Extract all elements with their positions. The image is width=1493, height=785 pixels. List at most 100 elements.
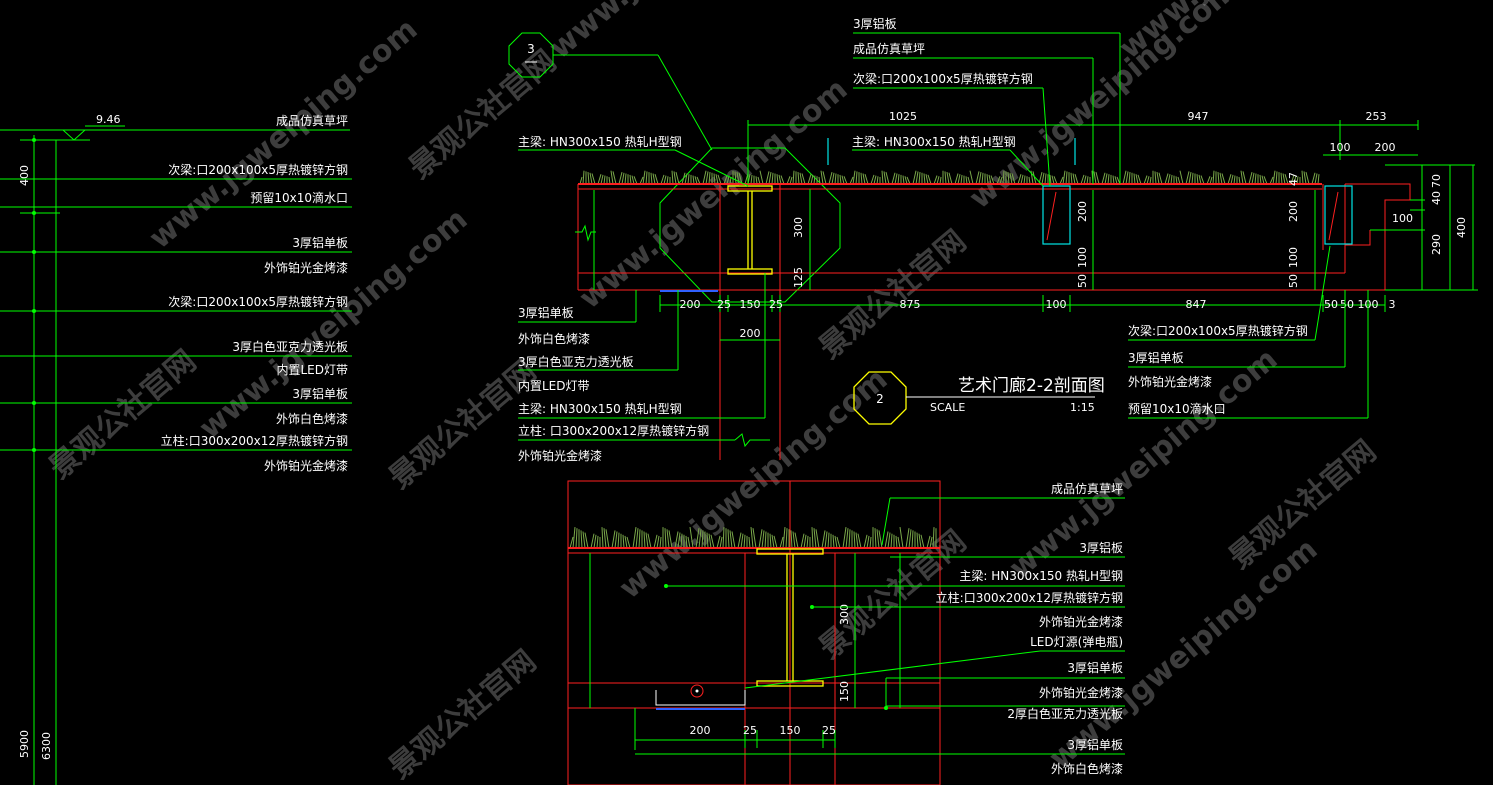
dim-text: 400	[1455, 217, 1468, 238]
callout-label: 3厚铝单板	[518, 305, 574, 320]
dim-text: 300	[792, 217, 805, 238]
watermark-site: www.jgweiping.com	[543, 0, 825, 66]
callout-label: 次梁:口200x100x5厚热镀锌方钢	[1128, 323, 1308, 338]
callout-label: 立柱:口300x200x12厚热镀锌方钢	[936, 590, 1123, 605]
callout-label: 3厚白色亚克力透光板	[518, 354, 634, 369]
callout-label: 次梁:口200x100x5厚热镀锌方钢	[168, 162, 348, 177]
callout-label: 立柱: 口300x200x12厚热镀锌方钢	[518, 423, 709, 438]
grass-bottom	[569, 527, 937, 549]
callout-label: 主梁: HN300x150 热轧H型钢	[959, 568, 1123, 583]
dim-text: 47	[1287, 172, 1300, 186]
dim-text: 100	[1392, 212, 1413, 225]
scale-label: SCALE	[930, 401, 965, 414]
watermark-brand: 景观公社官网	[43, 344, 203, 487]
section-2-2: 3	[508, 16, 1478, 463]
callout-label: 成品仿真草坪	[1051, 482, 1123, 496]
dim-text: 200	[680, 298, 701, 311]
callout-label: 3厚铝板	[853, 16, 897, 31]
dim-text: 6300	[40, 732, 53, 760]
watermark-site: www.jgweiping.com	[613, 362, 895, 606]
detail-boundary-octagon	[659, 147, 841, 303]
detail-callout-number: 3	[527, 42, 535, 56]
grass-top	[579, 170, 1320, 185]
dim-text: 150	[780, 724, 801, 737]
dim-text: 50	[1076, 274, 1089, 288]
callout-label: 3厚铝单板	[1128, 350, 1184, 365]
callout-label: 3厚铝单板	[292, 386, 348, 401]
dim-text: 100	[1330, 141, 1351, 154]
dim-text: 25	[822, 724, 836, 737]
callout-label: 主梁: HN300x150 热轧H型钢	[518, 134, 682, 149]
section-title: 艺术门廊2-2剖面图	[958, 376, 1105, 396]
dim-text: 290	[1430, 234, 1443, 255]
callout-label: 内置LED灯带	[518, 379, 590, 393]
secondary-beam-2	[1324, 185, 1353, 245]
dim-text: 875	[900, 298, 921, 311]
dim-text: 50	[1287, 274, 1300, 288]
callout-label: 3厚铝单板	[292, 235, 348, 250]
callout-label: 次梁:口200x100x5厚热镀锌方钢	[168, 294, 348, 309]
led-light-source	[690, 684, 704, 698]
dim-text: 25	[743, 724, 757, 737]
dim-text: 50	[1340, 298, 1354, 311]
callout-label: 外饰铂光金烤漆	[1039, 685, 1123, 700]
dim-text: 25	[769, 298, 783, 311]
callout-label: 预留10x10滴水口	[250, 190, 348, 205]
dim-text: 3	[1389, 298, 1396, 311]
dim-text: 847	[1186, 298, 1207, 311]
callout-label: 外饰铂光金烤漆	[264, 260, 348, 275]
dim-text: 70	[1430, 174, 1443, 188]
section-number: 2	[876, 392, 884, 406]
callout-label: 外饰铂光金烤漆	[1128, 374, 1212, 389]
secondary-beam-1	[1042, 185, 1071, 245]
callout-label: 3厚白色亚克力透光板	[232, 339, 348, 354]
dim-text: 947	[1188, 110, 1209, 123]
watermark-brand: 景观公社官网	[403, 44, 563, 187]
dim-text: 150	[838, 681, 851, 702]
callout-label: 3厚铝单板	[1067, 737, 1123, 752]
dim-text: 100	[1076, 247, 1089, 268]
callout-label: 2厚白色亚克力透光板	[1007, 706, 1123, 721]
dim-text: 125	[792, 267, 805, 288]
watermark-brand: 景观公社官网	[813, 224, 973, 367]
dim-text: 200	[690, 724, 711, 737]
dim-text: 200	[1375, 141, 1396, 154]
dim-text: 150	[740, 298, 761, 311]
dim-text: 253	[1366, 110, 1387, 123]
dim-text: 50	[1324, 298, 1338, 311]
callout-label: 3厚铝单板	[1067, 660, 1123, 675]
section-number-octagon	[853, 371, 907, 425]
callout-label: 外饰铂光金烤漆	[518, 448, 602, 463]
dim-text: 25	[717, 298, 731, 311]
callout-label: 立柱:口300x200x12厚热镀锌方钢	[161, 433, 348, 448]
scale-value: 1:15	[1070, 401, 1095, 414]
dim-text: 200	[740, 327, 761, 340]
callout-label: 预留10x10滴水口	[1128, 401, 1226, 416]
dim-text: 100	[1287, 247, 1300, 268]
dim-text: 100	[1046, 298, 1067, 311]
dim-text: 40	[1430, 191, 1443, 205]
callout-label: 外饰铂光金烤漆	[264, 458, 348, 473]
dim-text: 300	[838, 604, 851, 625]
watermark-site: www.jgweiping.com	[143, 12, 425, 256]
dim-text: 200	[1287, 201, 1300, 222]
detail-frame	[567, 480, 941, 785]
dim-text: 200	[1076, 201, 1089, 222]
callout-label: 3厚铝板	[1079, 540, 1123, 555]
section-3-detail: 300 150 200 25 150 25 成品仿真草坪 3厚铝板 主梁: HN…	[567, 480, 1125, 785]
callout-label: 主梁: HN300x150 热轧H型钢	[518, 401, 682, 416]
callout-label: 外饰白色烤漆	[276, 411, 348, 426]
main-beam-h-steel	[727, 185, 773, 275]
callout-label: 外饰白色烤漆	[518, 331, 590, 346]
dim-text: 5900	[18, 730, 31, 758]
callout-label: 外饰白色烤漆	[1051, 761, 1123, 776]
watermark-brand: 景观公社官网	[383, 644, 543, 785]
detail-callout-3	[508, 32, 554, 78]
dim-text: 400	[18, 165, 31, 186]
elevation-label: 9.46	[96, 113, 121, 126]
callout-label: 次梁:口200x100x5厚热镀锌方钢	[853, 71, 1033, 86]
dim-text: 1025	[889, 110, 917, 123]
callout-label: 主梁: HN300x150 热轧H型钢	[852, 134, 1016, 149]
callout-label: LED灯源(弹电瓶)	[1030, 635, 1123, 649]
